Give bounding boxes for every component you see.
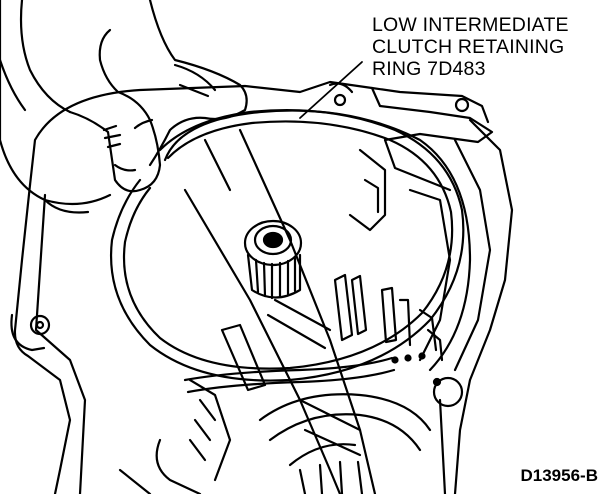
callout-leader <box>300 62 362 118</box>
lower-components <box>120 378 462 494</box>
part-callout-label: LOW INTERMEDIATE CLUTCH RETAINING RING 7… <box>372 14 569 80</box>
figure-id: D13956-B <box>520 466 599 485</box>
retaining-ring <box>111 110 463 392</box>
callout-line-3: RING 7D483 <box>372 58 486 80</box>
spline-gear <box>245 221 301 298</box>
callout-line-1: LOW INTERMEDIATE <box>372 14 569 36</box>
clutch-plates <box>222 275 442 390</box>
callout-line-2: CLUTCH RETAINING <box>372 36 565 58</box>
output-shaft <box>185 130 375 494</box>
technician-hand <box>0 0 247 213</box>
transmission-case <box>11 82 512 494</box>
